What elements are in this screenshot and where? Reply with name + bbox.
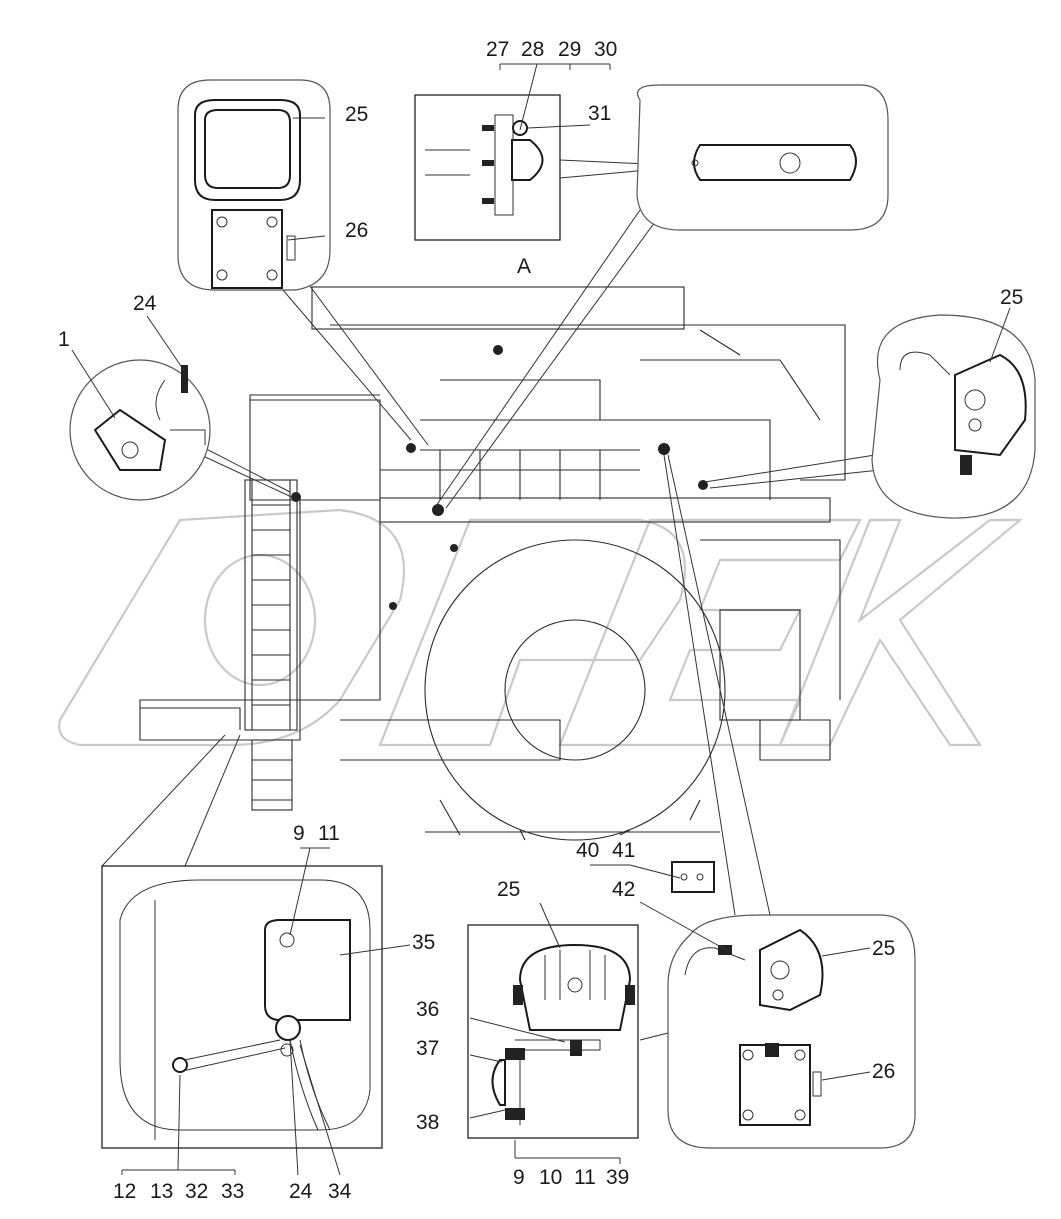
callout-41: 41 xyxy=(612,839,635,862)
callout-24-bottom: 24 xyxy=(289,1180,313,1203)
callout-29: 29 xyxy=(558,38,581,61)
callout-25-bottom-middle: 25 xyxy=(497,878,520,901)
callout-39: 39 xyxy=(606,1166,629,1189)
callout-34: 34 xyxy=(328,1180,352,1203)
detail-bottom-middle xyxy=(467,924,639,1139)
detail-work-lamp-top xyxy=(177,79,331,291)
watermark-logo xyxy=(58,508,1024,747)
callout-25-right: 25 xyxy=(1000,286,1023,309)
callout-25-bottom-right: 25 xyxy=(872,937,895,960)
callout-36: 36 xyxy=(416,998,439,1021)
detail-bottom-left xyxy=(101,865,383,1149)
callout-12: 12 xyxy=(113,1180,136,1203)
callout-11-bottom-middle: 11 xyxy=(574,1166,596,1189)
callout-26-bottom-right: 26 xyxy=(872,1060,895,1083)
callout-35: 35 xyxy=(412,931,435,954)
callout-37: 37 xyxy=(416,1037,439,1060)
callout-13: 13 xyxy=(150,1180,173,1203)
callout-31: 31 xyxy=(588,102,611,125)
callout-11-bottom-left: 11 xyxy=(318,822,340,845)
callout-38: 38 xyxy=(416,1111,439,1134)
detail-view-a xyxy=(414,94,561,241)
callout-28: 28 xyxy=(521,38,544,61)
callout-26-top-left: 26 xyxy=(345,219,368,242)
detail-bottom-right xyxy=(667,861,916,1149)
view-label-a: A xyxy=(517,255,531,278)
callout-30: 30 xyxy=(594,38,617,61)
callout-42: 42 xyxy=(612,878,635,901)
callout-40: 40 xyxy=(576,839,599,862)
callout-9-bottom-middle: 9 xyxy=(513,1166,525,1189)
callout-labels: 27 28 29 30 31 25 26 24 1 25 9 11 35 12 … xyxy=(58,38,1023,1203)
detail-left-bubble xyxy=(69,359,211,501)
callout-1: 1 xyxy=(58,328,70,351)
callout-9-bottom-left: 9 xyxy=(293,822,305,845)
callout-25-top-left: 25 xyxy=(345,103,368,126)
callout-33: 33 xyxy=(221,1180,244,1203)
detail-switch-bubble xyxy=(636,84,889,231)
callout-27: 27 xyxy=(486,38,509,61)
detail-right-bubble xyxy=(871,314,1036,519)
callout-brackets xyxy=(71,63,1011,1176)
callout-10: 10 xyxy=(539,1166,562,1189)
machine-body xyxy=(139,286,846,841)
callout-24-left: 24 xyxy=(133,292,157,315)
callout-32: 32 xyxy=(185,1180,208,1203)
